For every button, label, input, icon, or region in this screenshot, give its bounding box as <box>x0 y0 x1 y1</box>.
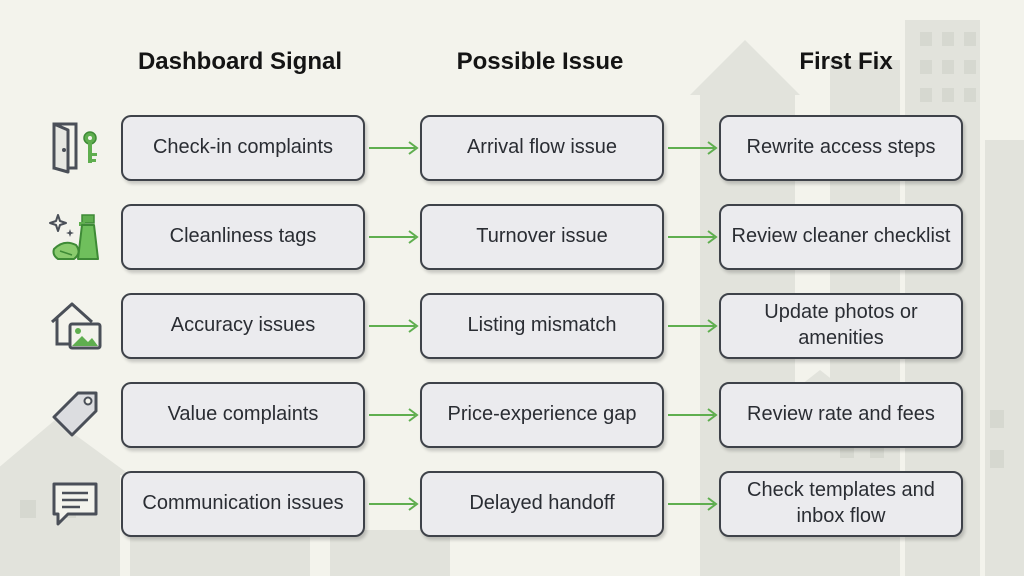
arrow-right-icon <box>668 408 718 422</box>
fix-box: Update photos or amenities <box>719 293 963 359</box>
fix-box: Check templates and inbox flow <box>719 471 963 537</box>
signal-box: Communication issues <box>121 471 365 537</box>
issue-box: Price-experience gap <box>420 382 664 448</box>
arrow-right-icon <box>369 319 419 333</box>
signal-box: Value complaints <box>121 382 365 448</box>
fix-box: Review cleaner checklist <box>719 204 963 270</box>
signal-box: Cleanliness tags <box>121 204 365 270</box>
arrow-right-icon <box>668 141 718 155</box>
cleaning-spray-icon <box>48 209 104 265</box>
price-tag-icon <box>48 387 104 443</box>
issue-box: Listing mismatch <box>420 293 664 359</box>
fix-box: Review rate and fees <box>719 382 963 448</box>
issue-box: Arrival flow issue <box>420 115 664 181</box>
signal-box: Check-in complaints <box>121 115 365 181</box>
arrow-right-icon <box>668 230 718 244</box>
house-photo-icon <box>48 298 104 354</box>
issue-box: Turnover issue <box>420 204 664 270</box>
chat-bubble-icon <box>48 476 104 532</box>
arrow-right-icon <box>369 408 419 422</box>
header-dashboard-signal: Dashboard Signal <box>137 48 343 75</box>
door-key-icon <box>48 120 104 176</box>
signal-box: Accuracy issues <box>121 293 365 359</box>
arrow-right-icon <box>369 497 419 511</box>
header-possible-issue: Possible Issue <box>456 48 624 75</box>
arrow-right-icon <box>668 319 718 333</box>
issue-box: Delayed handoff <box>420 471 664 537</box>
arrow-right-icon <box>369 141 419 155</box>
header-first-fix: First Fix <box>799 48 893 75</box>
arrow-right-icon <box>369 230 419 244</box>
arrow-right-icon <box>668 497 718 511</box>
fix-box: Rewrite access steps <box>719 115 963 181</box>
